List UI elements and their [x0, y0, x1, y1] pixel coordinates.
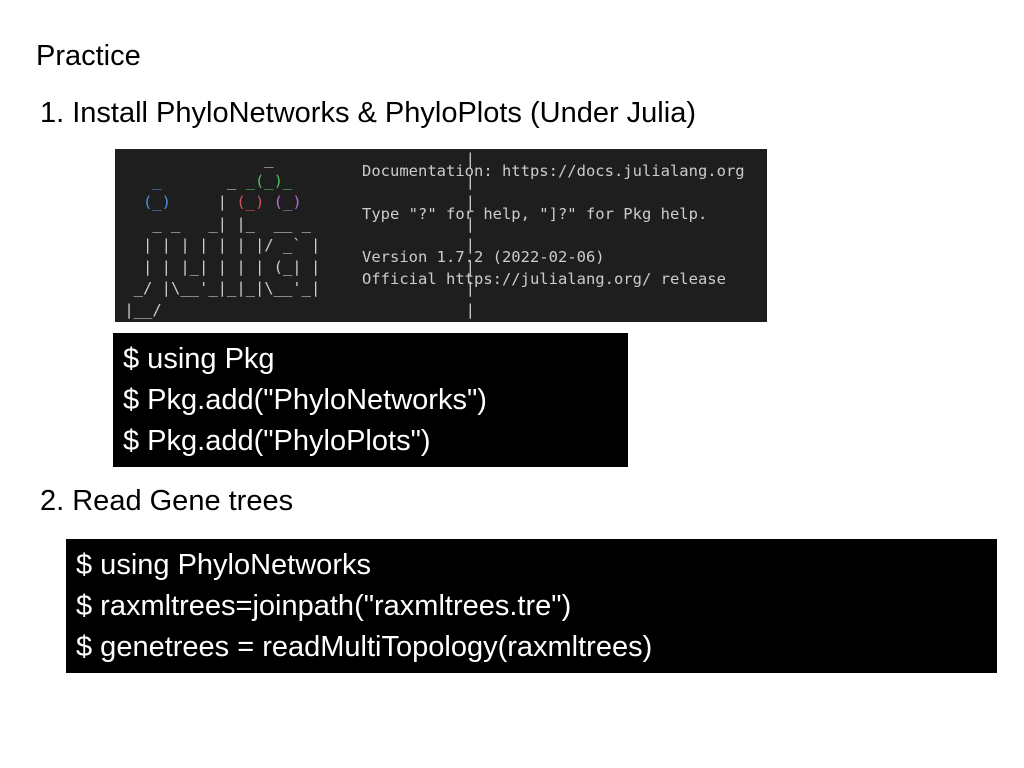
- julia-ascii-logo: _ _ _ _(_)_ (_) | (_) (_) _ _ _| |_ __ _…: [124, 150, 321, 319]
- julia-terminal-screenshot: _ _ _ _(_)_ (_) | (_) (_) _ _ _| |_ __ _…: [115, 149, 767, 322]
- code-line: $ genetrees = readMultiTopology(raxmltre…: [76, 631, 653, 663]
- code-line: $ Pkg.add("PhyloPlots"): [123, 425, 431, 457]
- terminal-line-documentation: Documentation: https://docs.julialang.or…: [362, 162, 745, 180]
- code-line: $ raxmltrees=joinpath("raxmltrees.tre"): [76, 590, 572, 622]
- code-block-install: $ using Pkg $ Pkg.add("PhyloNetworks") $…: [113, 333, 628, 467]
- terminal-info: Documentation: https://docs.julialang.or…: [362, 161, 758, 290]
- code-line: $ Pkg.add("PhyloNetworks"): [123, 384, 487, 416]
- slide-title: Practice: [36, 40, 141, 72]
- code-line: $ using Pkg: [123, 343, 275, 375]
- terminal-line-blank: [362, 183, 758, 205]
- section-heading-read-gene-trees: 2. Read Gene trees: [40, 485, 294, 517]
- code-line: $ using PhyloNetworks: [76, 549, 371, 581]
- code-block-read-trees: $ using PhyloNetworks $ raxmltrees=joinp…: [66, 539, 997, 673]
- terminal-separator: | | | | | | | |: [465, 150, 475, 319]
- terminal-line-blank: [362, 226, 758, 248]
- terminal-line-version: Version 1.7.2 (2022-02-06): [362, 248, 605, 266]
- section-heading-install: 1. Install PhyloNetworks & PhyloPlots (U…: [40, 97, 696, 129]
- terminal-line-release: Official https://julialang.org/ release: [362, 269, 726, 288]
- terminal-line-help: Type "?" for help, "]?" for Pkg help.: [362, 205, 708, 223]
